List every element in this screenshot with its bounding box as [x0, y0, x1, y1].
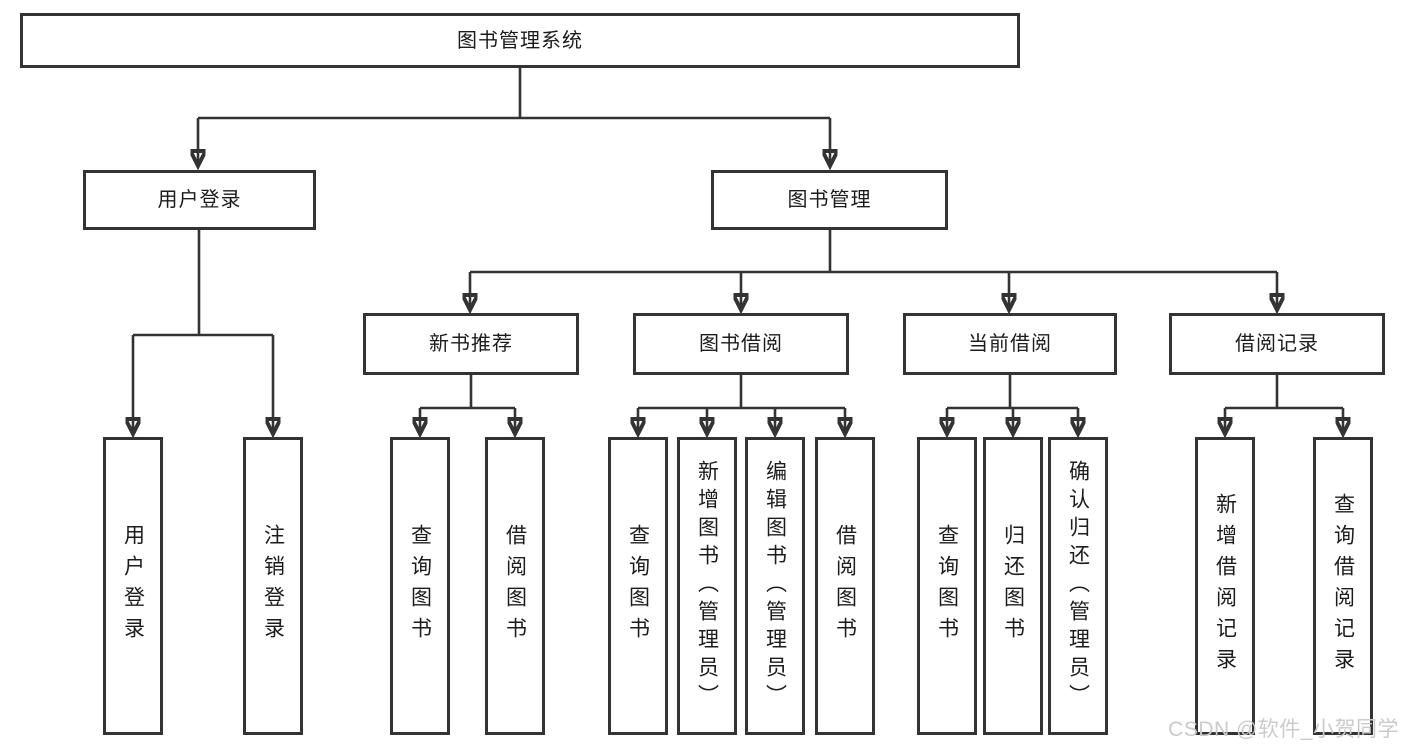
node-book-management: 图书管理	[711, 170, 948, 230]
leaf-logout: 注销登录	[243, 437, 303, 735]
node-root-book-management-system: 图书管理系统	[20, 13, 1020, 68]
leaf-confirm-return-admin: 确认归还（管理员）	[1048, 437, 1108, 735]
node-book-borrowing: 图书借阅	[633, 313, 849, 375]
csdn-watermark: CSDN @软件_小贺同学	[1168, 718, 1399, 741]
node-current-borrowing: 当前借阅	[903, 313, 1117, 375]
leaf-edit-books-admin: 编辑图书（管理员）	[745, 437, 805, 735]
leaf-user-login: 用户登录	[103, 437, 163, 735]
node-user-login: 用户登录	[83, 170, 316, 230]
leaf-borrow-books-2: 借阅图书	[815, 437, 875, 735]
leaf-query-books-2: 查询图书	[608, 437, 668, 735]
leaf-add-borrow-record: 新增借阅记录	[1195, 437, 1255, 735]
leaf-query-books-1: 查询图书	[390, 437, 450, 735]
leaf-query-books-3: 查询图书	[917, 437, 977, 735]
leaf-query-borrow-record: 查询借阅记录	[1313, 437, 1373, 735]
leaf-borrow-books-1: 借阅图书	[485, 437, 545, 735]
leaf-add-books-admin: 新增图书（管理员）	[677, 437, 737, 735]
leaf-return-books: 归还图书	[983, 437, 1043, 735]
node-new-book-recommendation: 新书推荐	[363, 313, 579, 375]
node-borrowing-records: 借阅记录	[1169, 313, 1385, 375]
